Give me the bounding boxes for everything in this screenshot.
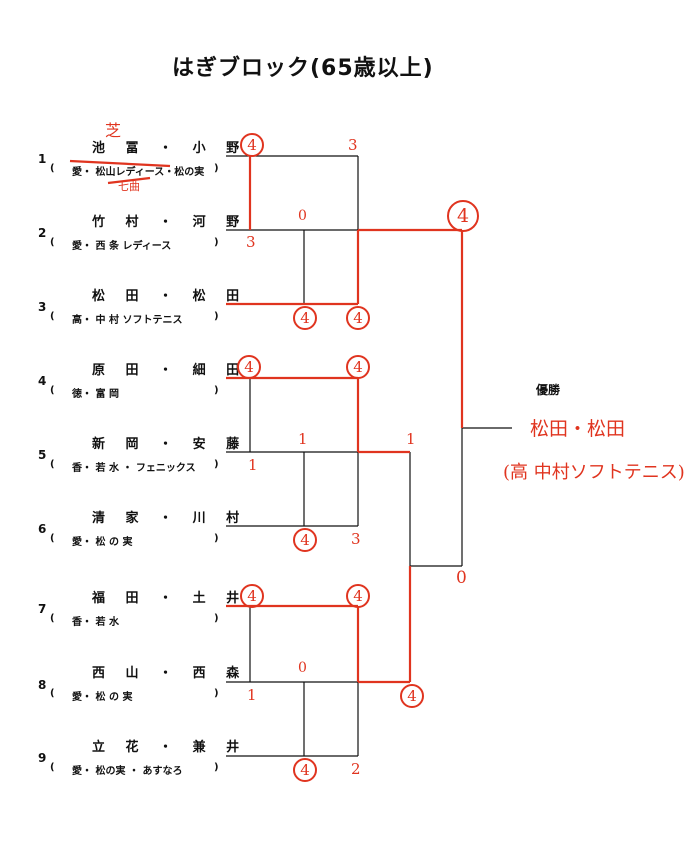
score: 1 (406, 430, 416, 448)
score: 2 (351, 760, 361, 778)
entry-player-names: 竹 村 ・ 河 野 (92, 215, 248, 230)
page-title: はぎブロック(65歳以上) (172, 56, 434, 81)
entry-player-names: 松 田 ・ 松 田 (92, 289, 248, 304)
entry-player-names: 池 冨 ・ 小 野 (92, 141, 248, 156)
score: 0 (298, 660, 307, 676)
score: 1 (248, 456, 258, 474)
entry-club: ( 愛・ 松 の 実 ) (50, 688, 219, 703)
score-circled: 4 (346, 306, 370, 330)
entry-club: ( 愛・ 松 の 実 ) (50, 533, 219, 548)
entry-number: 5 (38, 448, 47, 462)
entry-number: 4 (38, 374, 47, 388)
entry-club: ( 徳・ 富 岡 ) (50, 385, 219, 400)
winner-path (69, 156, 464, 684)
entry-club: ( 愛・ 松の実 ・ あすなろ ) (50, 762, 219, 777)
score-circled: 4 (240, 584, 264, 608)
score-circled: 4 (293, 758, 317, 782)
entry-player-names: 清 家 ・ 川 村 (92, 511, 248, 526)
score: 1 (247, 686, 257, 704)
correction-note: 芝 (105, 121, 122, 140)
score: 3 (246, 233, 256, 251)
entry-club: ( 愛・ 松山レディース・松の実 ) (50, 163, 219, 178)
score: 3 (348, 136, 358, 154)
entry-number: 1 (38, 152, 47, 166)
entry-number: 6 (38, 522, 47, 536)
score-circled: 4 (400, 684, 424, 708)
score-circled: 4 (237, 355, 261, 379)
entry-club: ( 愛・ 西 条 レディース ) (50, 237, 219, 252)
entry-player-names: 原 田 ・ 細 田 (92, 363, 248, 378)
entry-number: 2 (38, 226, 47, 240)
score-circled: 4 (346, 584, 370, 608)
printed-bracket (226, 155, 512, 757)
score: 0 (456, 568, 467, 588)
entry-player-names: 新 岡 ・ 安 藤 (92, 437, 248, 452)
entry-club: ( 香・ 若 水 ・ フェニックス ) (50, 459, 219, 474)
champion-label: 優勝 (536, 383, 561, 397)
entry-number: 7 (38, 602, 47, 616)
entry-number: 9 (38, 751, 47, 765)
entry-club: ( 高・ 中 村 ソフトテニス ) (50, 311, 219, 326)
entry-player-names: 福 田 ・ 土 井 (92, 591, 248, 606)
score-circled: 4 (240, 133, 264, 157)
entry-number: 3 (38, 300, 47, 314)
score-circled: 4 (447, 200, 479, 232)
score-circled: 4 (346, 355, 370, 379)
score-circled: 4 (293, 306, 317, 330)
entry-player-names: 西 山 ・ 西 森 (92, 666, 248, 681)
entry-club: ( 香・ 若 水 ) (50, 613, 219, 628)
entry-player-names: 立 花 ・ 兼 井 (92, 740, 248, 755)
score: 1 (298, 430, 308, 448)
champion-names: 松田・松田 (530, 418, 626, 440)
correction-note: 七曲 (118, 180, 140, 193)
entry-number: 8 (38, 678, 47, 692)
champion-club: (高 中村ソフトテニス) (503, 462, 685, 483)
score-circled: 4 (293, 528, 317, 552)
score: 0 (298, 208, 307, 224)
score: 3 (351, 530, 361, 548)
